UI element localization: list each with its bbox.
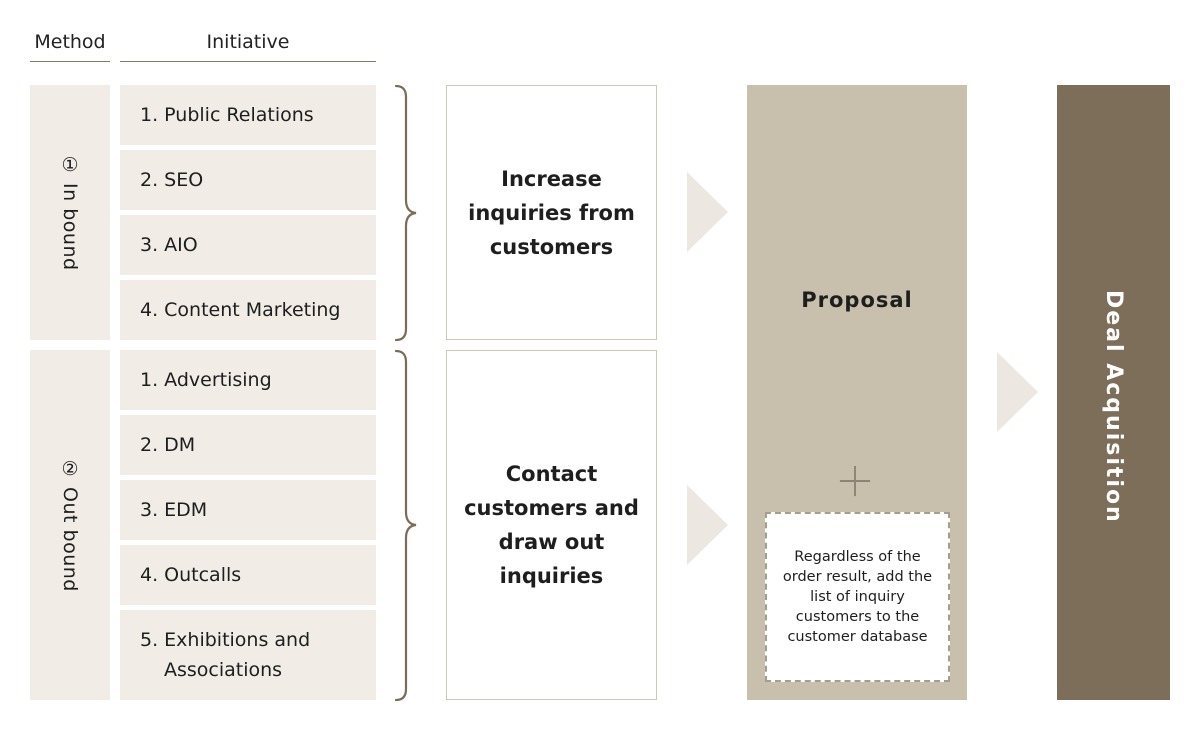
inbound-result-box: Increase inquiries from customers xyxy=(446,85,657,340)
initiative-item: 1. Public Relations xyxy=(120,85,376,145)
customer-database-note-text: Regardless of the order result, add the … xyxy=(782,549,933,645)
customer-database-note: Regardless of the order result, add the … xyxy=(765,512,950,682)
initiative-item: 5. Exhibitions and Associations xyxy=(120,610,376,700)
initiative-item-label: 3. EDM xyxy=(140,499,208,521)
proposal-panel: Proposal Regardless of the order result,… xyxy=(747,85,967,700)
method-header: Method xyxy=(34,31,106,53)
initiative-item: 4. Content Marketing xyxy=(120,280,376,340)
initiative-item-label: 3. AIO xyxy=(140,234,198,256)
method-inbound-label: ① In bound xyxy=(59,154,81,271)
inbound-result-text: Increase inquiries from customers xyxy=(468,166,635,259)
initiative-item-label: 1. Public Relations xyxy=(140,104,314,126)
initiative-header: Initiative xyxy=(206,31,290,53)
method-inbound: ① In bound xyxy=(30,85,110,340)
method-header-underline xyxy=(30,61,110,62)
initiative-item-label: 4. Content Marketing xyxy=(140,299,341,321)
initiative-item-label: 1. Advertising xyxy=(140,369,272,391)
method-outbound-label: ② Out bound xyxy=(59,458,81,592)
deal-acquisition-panel: Deal Acquisition xyxy=(1057,85,1170,700)
initiative-item-label: 2. SEO xyxy=(140,169,204,191)
proposal-title: Proposal xyxy=(801,288,913,312)
initiative-item-label: 5. Exhibitions and Associations xyxy=(140,629,311,681)
initiative-item-label: 2. DM xyxy=(140,434,196,456)
initiative-item: 2. SEO xyxy=(120,150,376,210)
curly-brace-icon xyxy=(394,350,417,701)
curly-brace-icon xyxy=(394,85,417,341)
initiative-item: 4. Outcalls xyxy=(120,545,376,605)
initiative-item: 3. EDM xyxy=(120,480,376,540)
chevron-arrow-icon xyxy=(997,352,1038,432)
outbound-result-box: Contact customers and draw out inquiries xyxy=(446,350,657,700)
initiative-item: 2. DM xyxy=(120,415,376,475)
plus-icon xyxy=(839,465,871,497)
initiative-item: 1. Advertising xyxy=(120,350,376,410)
outbound-result-text: Contact customers and draw out inquiries xyxy=(464,462,639,588)
method-outbound: ② Out bound xyxy=(30,350,110,700)
chevron-arrow-icon xyxy=(687,172,728,252)
initiative-item-label: 4. Outcalls xyxy=(140,564,242,586)
chevron-arrow-icon xyxy=(687,485,728,565)
deal-acquisition-label: Deal Acquisition xyxy=(1101,290,1126,524)
initiative-header-underline xyxy=(120,61,376,62)
initiative-item: 3. AIO xyxy=(120,215,376,275)
